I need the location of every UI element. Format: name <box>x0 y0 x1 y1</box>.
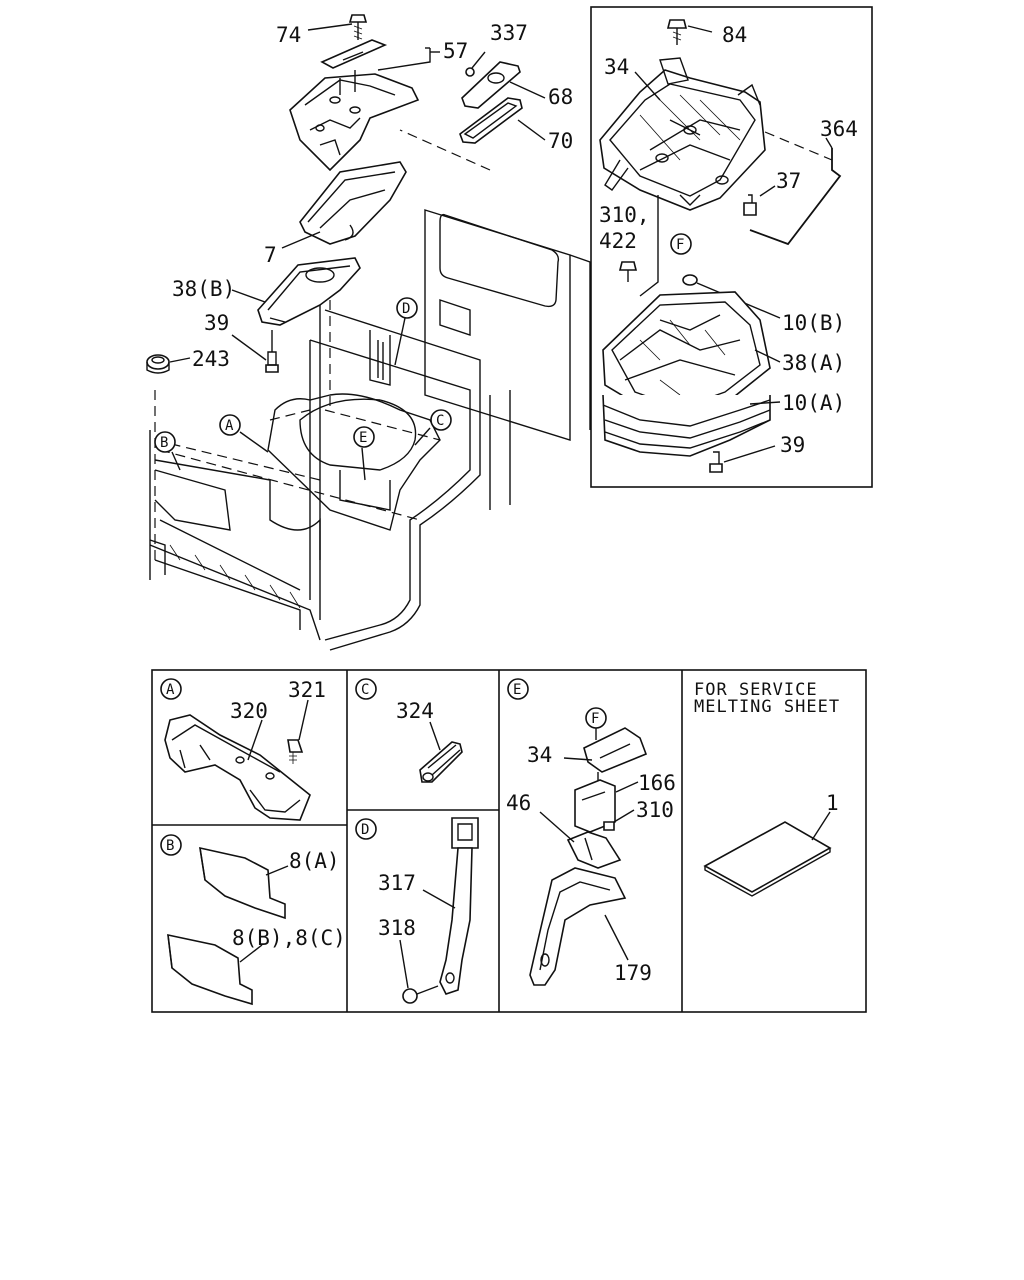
label-243: 243 <box>192 347 230 371</box>
panel-b-part-8a: 8(A) <box>289 849 340 873</box>
label-38a: 38(A) <box>782 351 845 375</box>
panel-a-part-320: 320 <box>230 699 268 723</box>
bolt-74 <box>348 14 368 40</box>
inset-frame <box>590 6 873 488</box>
main-leaders <box>169 23 546 481</box>
panel-a-tag: A <box>166 682 175 698</box>
panel-b: B 8(A) 8(B),8(C) <box>160 834 346 1006</box>
label-34-inset: 34 <box>604 55 629 79</box>
pad-68-70 <box>459 61 523 144</box>
panel-b-part-8bc: 8(B),8(C) <box>232 926 346 950</box>
label-310: 310, <box>599 203 650 227</box>
service-part-1: 1 <box>826 791 839 815</box>
inset-clip-39 <box>709 445 776 473</box>
panel-b-tag: B <box>166 838 174 854</box>
label-68: 68 <box>548 85 573 109</box>
label-38b: 38(B) <box>172 277 235 301</box>
panel-service: FOR SERVICE MELTING SHEET 1 <box>694 680 840 897</box>
detail-grid <box>151 669 867 1013</box>
pad-7 <box>299 161 407 245</box>
service-title-line1: FOR SERVICE <box>694 680 818 700</box>
callout-a: A <box>225 418 234 434</box>
label-70: 70 <box>548 129 573 153</box>
callout-f: F <box>676 237 684 253</box>
label-364: 364 <box>820 117 858 141</box>
callout-c: C <box>436 413 444 429</box>
label-422: 422 <box>599 229 637 253</box>
label-57: 57 <box>443 39 468 63</box>
panel-e-part-166: 166 <box>638 771 676 795</box>
panel-e-part-179: 179 <box>614 961 652 985</box>
panel-e-part-34: 34 <box>527 743 552 767</box>
grommet-243 <box>146 354 170 374</box>
callout-e: E <box>359 430 367 446</box>
clip-39 <box>265 330 279 373</box>
inset-labels: 84 34 364 37 310, 422 10(B) 38(A) 10(A) … <box>599 23 858 457</box>
inset-leaders <box>634 71 833 149</box>
panel-d-part-317: 317 <box>378 871 416 895</box>
callout-d: D <box>402 301 410 317</box>
panel-d: D 317 318 <box>355 817 479 1004</box>
label-337: 337 <box>490 21 528 45</box>
label-74: 74 <box>276 23 301 47</box>
panel-e-part-46: 46 <box>506 791 531 815</box>
label-84: 84 <box>722 23 747 47</box>
panel-e-tag: E <box>513 682 521 698</box>
panel-a: A 321 320 <box>160 678 326 821</box>
main-callouts: A B C D E <box>154 297 452 453</box>
panel-e: E F 34 166 46 310 179 <box>506 678 676 986</box>
inset-wire-364 <box>749 131 842 246</box>
label-10b: 10(B) <box>782 311 845 335</box>
panel-e-part-310: 310 <box>636 798 674 822</box>
panel-e-ref-f: F <box>591 711 599 727</box>
inset-bolt-422 <box>618 195 659 297</box>
main-part-labels: 74 57 337 68 70 7 38(B) 39 243 <box>172 21 573 371</box>
label-37: 37 <box>776 169 801 193</box>
bracket-57 <box>289 39 431 172</box>
panel-d-part-318: 318 <box>378 916 416 940</box>
pad-38b <box>257 257 361 326</box>
inset-clip-37 <box>743 185 776 216</box>
label-39-main: 39 <box>204 311 229 335</box>
label-39-inset: 39 <box>780 433 805 457</box>
inset-sheet-10a <box>602 394 781 457</box>
cab-floor-body <box>149 129 591 651</box>
label-10a: 10(A) <box>782 391 845 415</box>
service-title-line2: MELTING SHEET <box>694 697 840 717</box>
label-7: 7 <box>264 243 277 267</box>
inset-tray-34 <box>599 57 766 211</box>
panel-d-tag: D <box>361 822 369 838</box>
inset-bolt-84 <box>666 19 713 45</box>
panel-c-part-324: 324 <box>396 699 434 723</box>
callout-b: B <box>160 435 168 451</box>
panel-c: C 324 <box>355 678 463 783</box>
panel-c-tag: C <box>361 682 369 698</box>
panel-a-part-321: 321 <box>288 678 326 702</box>
